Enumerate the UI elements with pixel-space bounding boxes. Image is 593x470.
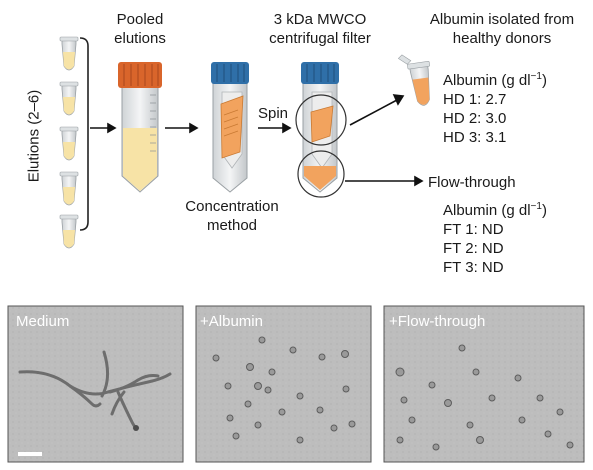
elution-tube [59,171,79,206]
concentration-tube [211,62,249,193]
panel-title-medium: Medium [16,313,70,330]
filter-tube [295,62,347,198]
elutions-bracket [79,37,89,231]
microscopy-panel-flowthrough [383,305,585,463]
pooled-line-1: Pooled [116,11,164,28]
arrows [90,94,424,187]
elutions-label: Elutions (2–6) [25,89,43,183]
microscopy-panel-albumin [195,305,372,463]
flowthrough-table: Albumin (g dl−1) FT 1: ND FT 2: ND FT 3:… [443,197,547,277]
filter-label: 3 kDa MWCO centrifugal filter [240,10,400,48]
elution-tube [59,126,79,161]
pooled-line-2: elutions [114,30,166,47]
albumin-unit: Albumin (g dl−1) [443,71,547,89]
flowthrough-row: FT 2: ND [443,240,504,257]
microscopy-panel-medium [7,305,184,463]
albumin-row: HD 1: 2.7 [443,91,507,108]
albumin-row: HD 3: 3.1 [443,129,507,146]
concentration-method-label: Concentration method [168,197,296,235]
albumin-header: Albumin isolated from healthy donors [412,10,592,48]
concentration-line-2: method [206,217,258,234]
pooled-tube [118,62,162,193]
elution-tubes [59,36,79,249]
concentration-line-1: Concentration [185,198,279,215]
panel-title-flowthrough: +Flow-through [389,313,486,330]
albumin-table: Albumin (g dl−1) HD 1: 2.7 HD 2: 3.0 HD … [443,67,547,147]
pooled-elutions-label: Pooled elutions [108,10,172,48]
scale-bar [18,452,42,456]
elution-tube [59,36,79,71]
elution-tube [59,214,79,249]
filter-line-1: 3 kDa MWCO [273,11,367,28]
flowthrough-unit: Albumin (g dl−1) [443,201,547,219]
spin-label: Spin [258,105,289,122]
flowthrough-label: Flow-through [428,174,516,191]
albumin-header-line-1: Albumin isolated from [429,11,575,28]
filter-highlight-circle [295,94,347,146]
flowthrough-row: FT 3: ND [443,259,504,276]
elution-tube [59,81,79,116]
flowthrough-row: FT 1: ND [443,221,504,238]
albumin-header-line-2: healthy donors [452,30,552,47]
panel-title-albumin: +Albumin [200,313,263,330]
albumin-tube [397,54,430,106]
albumin-row: HD 2: 3.0 [443,110,507,127]
filter-line-2: centrifugal filter [269,30,371,47]
flowthrough-highlight-circle [297,150,345,198]
